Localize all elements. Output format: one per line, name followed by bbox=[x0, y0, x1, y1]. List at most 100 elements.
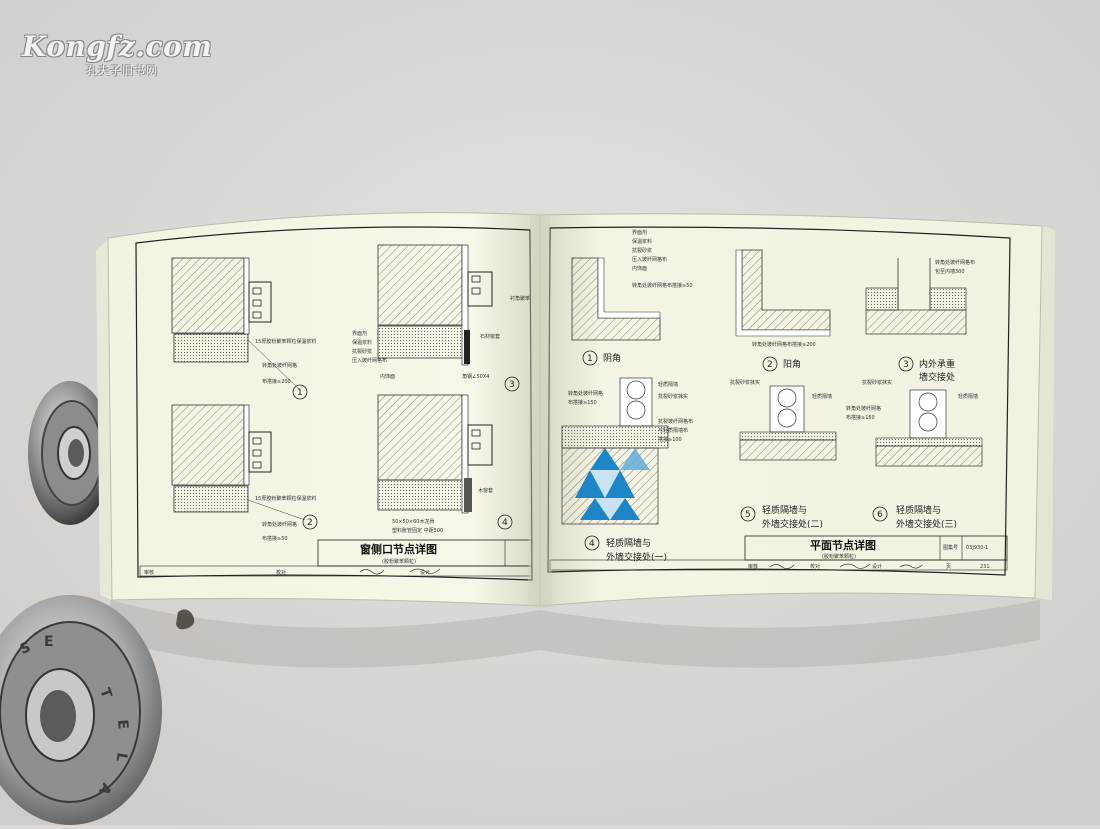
note: 轻质隔墙 bbox=[812, 393, 832, 400]
signature bbox=[769, 564, 795, 569]
signature bbox=[899, 564, 923, 569]
left-detail-1: 1 15厚胶粉聚苯颗粒保温浆料 转角处玻纤网格 布搭接≥200 bbox=[171, 257, 316, 400]
caption: 阴角 bbox=[603, 352, 621, 364]
callout-number: 6 bbox=[877, 510, 883, 520]
right-detail-3: 转角处玻纤网格布 包至内墙300 3 内外承重 墙交接处 bbox=[865, 258, 975, 383]
left-page-title: 窗侧口节点详图 bbox=[360, 542, 437, 556]
footer-cell: 校对 bbox=[810, 563, 820, 570]
note: 压入玻纤网格布 bbox=[632, 256, 667, 263]
note: 搭接≥100 bbox=[658, 436, 682, 443]
right-detail-2: 转角处玻纤网格布搭接≥200 2 阳角 bbox=[735, 249, 831, 372]
note: 抗裂砂浆 bbox=[632, 247, 652, 254]
right-detail-4: 转角处玻纤网格 布搭接≥150 轻质隔墙 抗裂砂浆抹实 抗裂玻纤网格布 与轻质隔… bbox=[561, 377, 693, 563]
left-detail-2: 2 15厚胶粉聚苯颗粒保温浆料 转角处玻纤网格 布搭接≥50 bbox=[171, 404, 318, 542]
caption: 轻质隔墙与 bbox=[606, 537, 651, 549]
note: 界面剂 bbox=[632, 229, 647, 236]
svg-text:E: E bbox=[44, 634, 54, 650]
note: 塑料胀管固定 中距500 bbox=[392, 527, 443, 534]
svg-text:L: L bbox=[112, 751, 129, 763]
callout-number: 5 bbox=[745, 510, 751, 520]
callout-circle-r2 bbox=[762, 356, 778, 372]
callout-number: 3 bbox=[903, 360, 909, 370]
callout-number: 2 bbox=[767, 360, 773, 370]
callout-circle-r3 bbox=[898, 356, 914, 372]
footer-cell: 校对 bbox=[276, 569, 286, 576]
callout-circle-r5 bbox=[740, 506, 756, 522]
footer-cell: 设计 bbox=[872, 563, 882, 570]
note: 抗裂砂浆抹实 bbox=[730, 379, 760, 386]
note: 包至内墙300 bbox=[935, 268, 965, 275]
right-title-block: 平面节点详图 (胶粉聚苯颗粒) 图集号 03J930-1 审核 校对 设计 页 … bbox=[549, 535, 1008, 571]
note: 转角处玻纤网格 bbox=[262, 362, 297, 369]
note: 木窗套 bbox=[478, 487, 493, 494]
note: 角钢∠50X4 bbox=[462, 373, 489, 380]
atlas-number: 03J930-1 bbox=[966, 545, 988, 551]
caption: 轻质隔墙与 bbox=[762, 504, 807, 516]
note: 石材窗套 bbox=[480, 333, 500, 340]
note: 50×50×60木龙骨 bbox=[392, 518, 434, 525]
note: 15厚胶粉聚苯颗粒保温浆料 bbox=[255, 338, 316, 345]
note: 抗裂玻纤网格布 bbox=[658, 418, 693, 425]
note: 抗裂砂浆抹实 bbox=[862, 379, 892, 386]
signature bbox=[359, 569, 385, 575]
caption: 外墙交接处(三) bbox=[896, 518, 957, 530]
note: 抗裂砂浆抹实 bbox=[658, 393, 688, 400]
note: 抗裂砂浆 bbox=[352, 348, 372, 355]
callout-number: 4 bbox=[589, 539, 595, 549]
callout-circle-r1 bbox=[582, 350, 598, 366]
note: 转角处玻纤网格 bbox=[846, 405, 881, 412]
note: 布搭接≥150 bbox=[568, 399, 597, 406]
callout-number: 2 bbox=[307, 518, 313, 528]
footer-cell: 审核 bbox=[144, 569, 154, 576]
note: 转角处玻纤网格 bbox=[262, 521, 297, 528]
page-number: 231 bbox=[980, 564, 990, 570]
callout-circle-4 bbox=[497, 514, 513, 530]
note: 与轻质隔墙布 bbox=[658, 427, 688, 434]
note: 布搭接≥150 bbox=[846, 414, 875, 421]
left-page-subtitle: (胶粉聚苯颗粒) bbox=[382, 558, 416, 565]
note: 压入玻纤网格布 bbox=[352, 357, 387, 364]
note: 布搭接≥50 bbox=[262, 535, 288, 542]
watermark-logo: Kongfz.com bbox=[22, 30, 213, 63]
note: 轻质隔墙 bbox=[658, 381, 678, 388]
callout-number: 4 bbox=[502, 518, 508, 528]
weight-plate-large: T E L A S E bbox=[0, 595, 162, 825]
right-detail-1: 界面剂 保温浆料 抗裂砂浆 压入玻纤网格布 内饰面 转角处玻纤网格布搭接≥50 … bbox=[571, 229, 693, 366]
right-detail-5: 抗裂砂浆抹实 轻质隔墙 5 轻质隔墙与 外墙交接处(二) bbox=[730, 379, 837, 530]
caption: 轻质隔墙与 bbox=[896, 504, 941, 516]
callout-circle-r6 bbox=[872, 506, 888, 522]
atlas-label: 图集号 bbox=[943, 544, 958, 551]
note: 界面剂 bbox=[352, 330, 367, 337]
note: 保温浆料 bbox=[352, 339, 372, 346]
note: 15厚胶粉聚苯颗粒保温浆料 bbox=[255, 495, 316, 502]
note: 保温浆料 bbox=[632, 238, 652, 245]
right-page-subtitle: (胶粉聚苯颗粒) bbox=[822, 553, 856, 560]
left-detail-3: 3 界面剂 保温浆料 抗裂砂浆 压入玻纤网格布 内饰面 石材窗套 角钢∠50X4… bbox=[352, 244, 530, 392]
svg-text:E: E bbox=[114, 719, 131, 730]
callout-circle-2 bbox=[302, 514, 318, 530]
left-title-block: 窗侧口节点详图 (胶粉聚苯颗粒) 审核 校对 设计 bbox=[139, 539, 533, 577]
callout-circle-r4 bbox=[584, 535, 600, 551]
caption: 外墙交接处(一) bbox=[606, 551, 667, 563]
callout-circle-3 bbox=[504, 376, 520, 392]
footer-cell: 审核 bbox=[748, 563, 758, 570]
weight-plate-small bbox=[28, 381, 112, 525]
signature bbox=[409, 568, 441, 574]
callout-number: 1 bbox=[297, 388, 303, 398]
callout-number: 1 bbox=[587, 354, 593, 364]
note: 轻质隔墙 bbox=[958, 393, 978, 400]
caption: 阳角 bbox=[783, 358, 801, 370]
note: 内饰面 bbox=[380, 373, 395, 380]
watermark-subtitle: 孔夫子旧书网 bbox=[86, 64, 158, 77]
caption: 内外承重 bbox=[919, 358, 955, 370]
note: 衬角聚苯 bbox=[510, 295, 530, 302]
right-detail-6: 抗裂砂浆抹实 轻质隔墙 转角处玻纤网格 布搭接≥150 6 轻质隔墙与 外墙交接… bbox=[846, 379, 983, 530]
page-label: 页 bbox=[946, 564, 951, 570]
note: 布搭接≥200 bbox=[262, 378, 291, 385]
callout-circle-1 bbox=[292, 384, 308, 400]
blue-pattern bbox=[575, 448, 650, 520]
caption: 墙交接处 bbox=[919, 371, 955, 383]
callout-number: 3 bbox=[509, 380, 515, 390]
